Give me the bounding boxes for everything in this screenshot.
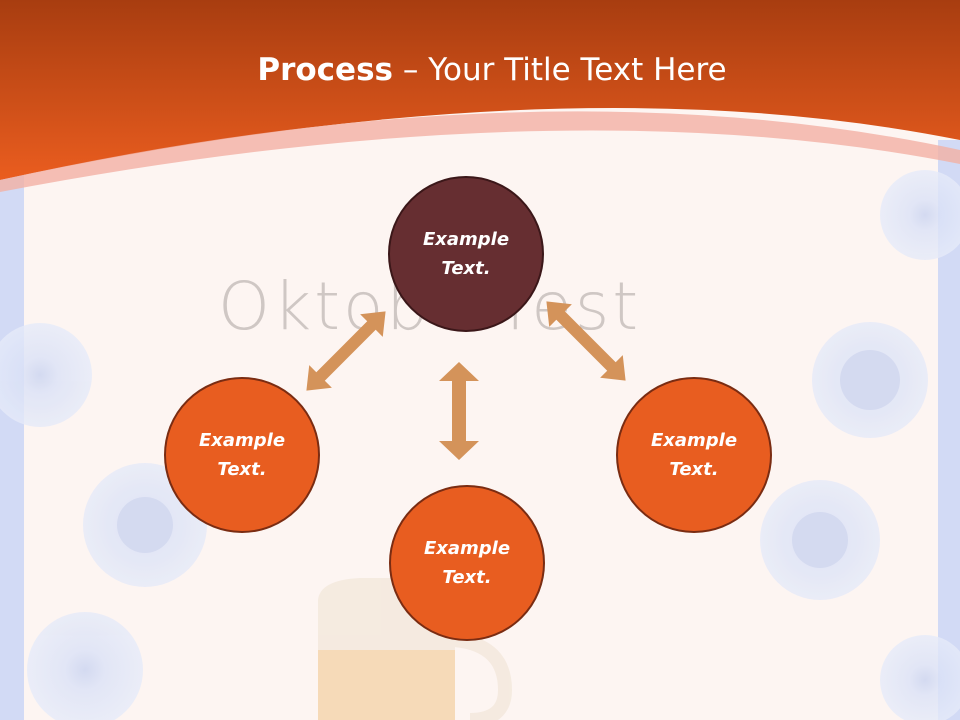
title-bold: Process: [257, 52, 393, 88]
diagram-node-right: Example Text.: [616, 377, 772, 533]
node-label-top: Example Text.: [422, 229, 510, 279]
node-label-right: Example Text.: [650, 430, 738, 480]
beer-mug-decoration: [318, 578, 513, 720]
diagram-node-left: Example Text.: [164, 377, 320, 533]
node-label-left: Example Text.: [198, 430, 286, 480]
arrow-top-right: [546, 301, 626, 381]
node-label-bottom: Example Text.: [423, 538, 511, 588]
arrow-vertical: [439, 362, 479, 460]
slide-title: Process – Your Title Text Here: [0, 52, 960, 88]
arrow-top-left: [306, 311, 386, 391]
diagram-node-bottom: Example Text.: [389, 485, 545, 641]
diagram-node-top: Example Text.: [388, 176, 544, 332]
title-rest: – Your Title Text Here: [393, 52, 727, 88]
